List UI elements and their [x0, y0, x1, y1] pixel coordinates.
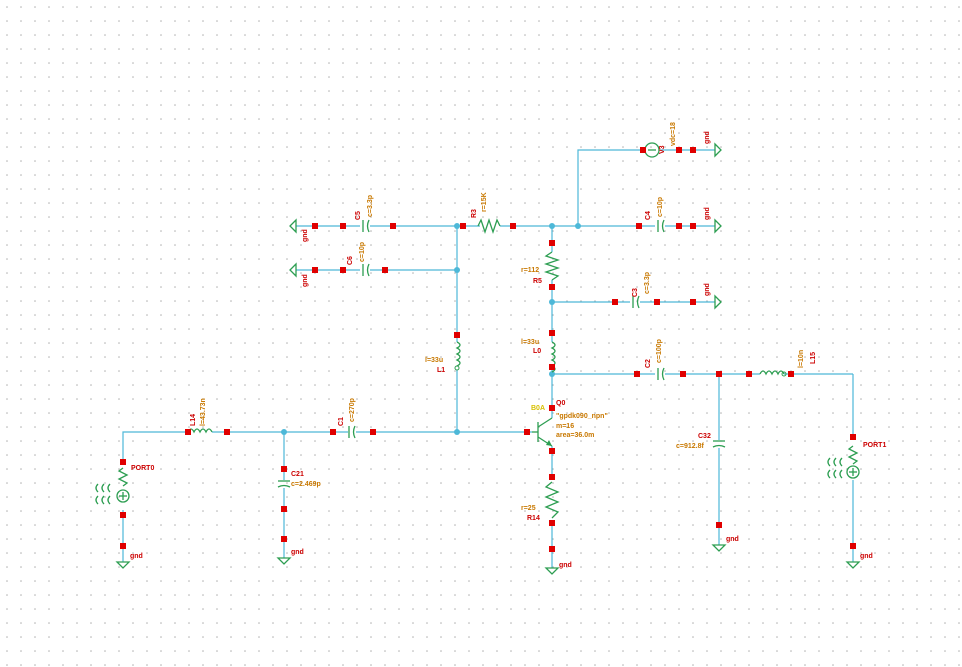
- r5-name-label: R5: [533, 278, 542, 285]
- q0-pin-label: B0A: [531, 405, 545, 412]
- l1-name-label: L1: [437, 367, 445, 374]
- capacitor-c32[interactable]: [712, 371, 726, 528]
- c5-value-label: c=3.3p: [367, 195, 374, 217]
- capacitor-c3[interactable]: [612, 295, 696, 309]
- c32-name-label: C32: [698, 433, 711, 440]
- gnd-label-c6: gnd: [302, 274, 309, 287]
- capacitor-c2[interactable]: [634, 367, 686, 381]
- c2-value-label: c=100p: [656, 339, 663, 363]
- gnd-label-c5: gnd: [302, 229, 309, 242]
- gnd-label-r14: gnd: [559, 562, 572, 569]
- l14-name-label: L14: [190, 414, 197, 426]
- q0-name-label: Q0: [556, 400, 565, 407]
- capacitor-c5[interactable]: [312, 219, 396, 233]
- c5-name-label: C5: [355, 211, 362, 220]
- dc-source-v3[interactable]: [640, 142, 696, 158]
- port-port0[interactable]: [95, 459, 130, 549]
- c2-name-label: C2: [645, 359, 652, 368]
- resistor-r5[interactable]: [543, 240, 561, 290]
- capacitor-c21[interactable]: [277, 466, 291, 542]
- r3-value-label: r=15K: [481, 192, 488, 212]
- q0-m-label: m=16: [556, 423, 574, 430]
- r14-name-label: R14: [527, 515, 540, 522]
- v3-name-label: V3: [659, 145, 666, 154]
- q0-model-label: "gpdk090_npn": [556, 413, 608, 420]
- port-port1[interactable]: [827, 434, 860, 549]
- gnd-label-port1: gnd: [860, 553, 873, 560]
- inductor-l14[interactable]: [185, 428, 230, 435]
- c1-name-label: C1: [338, 417, 345, 426]
- transistor-q0[interactable]: [524, 405, 555, 454]
- l0-value-label: l=33u: [521, 339, 539, 346]
- c21-name-label: C21: [291, 471, 304, 478]
- inductor-l0[interactable]: [549, 330, 556, 373]
- inductor-l15[interactable]: [746, 370, 794, 377]
- c6-value-label: c=10p: [359, 242, 366, 262]
- r5-value-label: r=112: [521, 267, 539, 274]
- l15-name-label: L15: [810, 352, 817, 364]
- gnd-label-c21: gnd: [291, 549, 304, 556]
- l14-value-label: l=43.73n: [200, 398, 207, 426]
- v3-value-label: vdc=18: [670, 122, 677, 146]
- c32-value-label: c=912.8f: [676, 443, 704, 450]
- l1-value-label: l=33u: [425, 357, 443, 364]
- r3-name-label: R3: [471, 209, 478, 218]
- capacitor-c6[interactable]: [312, 263, 388, 277]
- ground-symbols: [115, 142, 861, 575]
- l15-value-label: l=10n: [798, 350, 805, 368]
- resistor-r3[interactable]: [460, 217, 516, 235]
- c1-value-label: c=270p: [349, 398, 356, 422]
- c6-name-label: C6: [347, 256, 354, 265]
- capacitor-c1[interactable]: [330, 425, 376, 439]
- c4-name-label: C4: [645, 211, 652, 220]
- gnd-label-c3: gnd: [704, 283, 711, 296]
- l0-name-label: L0: [533, 348, 541, 355]
- c3-value-label: c=3.3p: [644, 272, 651, 294]
- r14-value-label: r=25: [521, 505, 536, 512]
- inductor-l1[interactable]: [454, 332, 461, 371]
- c21-value-label: c=2.469p: [291, 481, 321, 488]
- gnd-label-v3: gnd: [704, 131, 711, 144]
- port0-name-label: PORT0: [131, 465, 154, 472]
- c3-name-label: C3: [632, 288, 639, 297]
- port1-name-label: PORT1: [863, 442, 886, 449]
- capacitor-c4[interactable]: [636, 219, 696, 233]
- resistor-r14[interactable]: [544, 474, 560, 552]
- gnd-label-c32: gnd: [726, 536, 739, 543]
- c4-value-label: c=10p: [657, 197, 664, 217]
- gnd-label-c4: gnd: [704, 207, 711, 220]
- q0-area-label: area=36.0m: [556, 432, 594, 439]
- gnd-label-port0: gnd: [130, 553, 143, 560]
